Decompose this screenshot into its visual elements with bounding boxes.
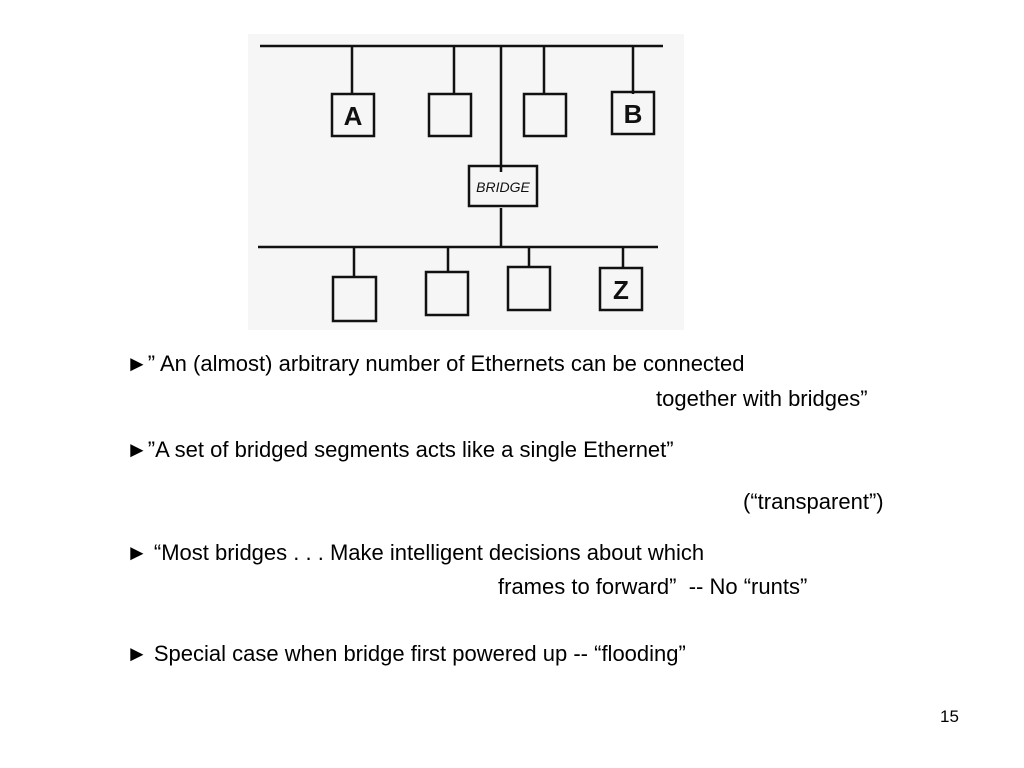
bridge-diagram: A B Z BRIDGE [248, 34, 684, 330]
host-3-box [522, 92, 568, 138]
host-label-a: A [344, 101, 363, 131]
host-2-box [427, 92, 473, 138]
bullet-2-line-1: ►”A set of bridged segments acts like a … [126, 437, 674, 462]
host-5-box [331, 275, 378, 323]
host-b-box [610, 90, 656, 136]
page-number: 15 [940, 707, 959, 726]
host-6-box [424, 270, 470, 317]
bridge-diagram-svg: A B Z BRIDGE [258, 44, 663, 323]
bullet-1-line-2: together with bridges” [656, 386, 868, 411]
bullet-1-line-1: ►” An (almost) arbitrary number of Ether… [126, 351, 745, 376]
host-z-box [598, 266, 644, 312]
bullet-2-line-2: (“transparent”) [743, 489, 884, 514]
host-label-z: Z [613, 275, 629, 305]
bridge-label: BRIDGE [476, 179, 530, 195]
bullet-3-line-2: frames to forward” -- No “runts” [498, 574, 808, 599]
bullet-3-line-1: ► “Most bridges . . . Make intelligent d… [126, 540, 705, 565]
bullet-4-line-1: ► Special case when bridge first powered… [126, 641, 686, 666]
host-label-b: B [624, 99, 643, 129]
bridge-box [467, 164, 539, 208]
host-a-box [330, 92, 376, 138]
host-7-box [506, 265, 552, 312]
